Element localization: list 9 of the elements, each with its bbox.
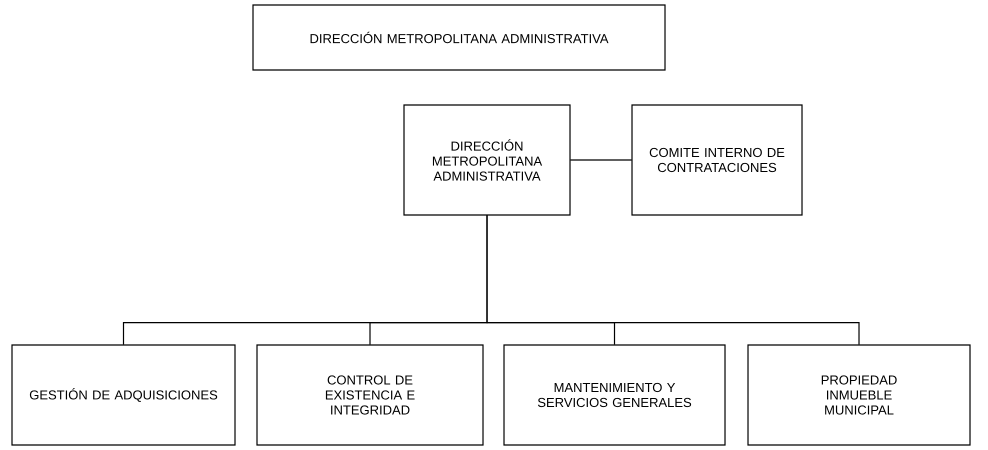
- unit-box: MANTENIMIENTO Y SERVICIOS GENERALES: [503, 344, 726, 446]
- connector-line: [570, 159, 632, 161]
- unit-box: GESTIÓN DE ADQUISICIONES: [11, 344, 236, 446]
- director-box: DIRECCIÓN METROPOLITANA ADMINISTRATIVA: [403, 104, 571, 216]
- unit-box: PROPIEDAD INMUEBLE MUNICIPAL: [747, 344, 971, 446]
- title-box: DIRECCIÓN METROPOLITANA ADMINISTRATIVA: [252, 4, 666, 71]
- committee-box: COMITE INTERNO DE CONTRATACIONES: [631, 104, 803, 216]
- connector-line: [486, 216, 860, 344]
- unit-box: CONTROL DE EXISTENCIA E INTEGRIDAD: [256, 344, 484, 446]
